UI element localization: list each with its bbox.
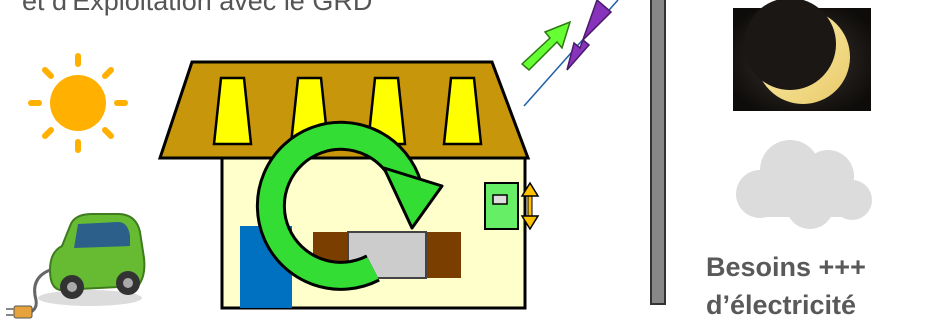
meter-icon bbox=[485, 183, 518, 229]
electricity-needs-label: Besoins +++ d’électricité bbox=[706, 248, 866, 324]
cloud-icon bbox=[736, 140, 872, 229]
electric-car-icon bbox=[6, 214, 144, 318]
sun-icon bbox=[31, 56, 125, 150]
import-arrow-icon bbox=[567, 0, 611, 70]
grid-pole bbox=[651, 0, 665, 304]
needs-line-2: d’électricité bbox=[706, 286, 866, 324]
needs-line-1: Besoins +++ bbox=[706, 248, 866, 286]
grid-exchange-arrows bbox=[522, 0, 618, 106]
moon-eclipse-icon bbox=[733, 0, 871, 111]
